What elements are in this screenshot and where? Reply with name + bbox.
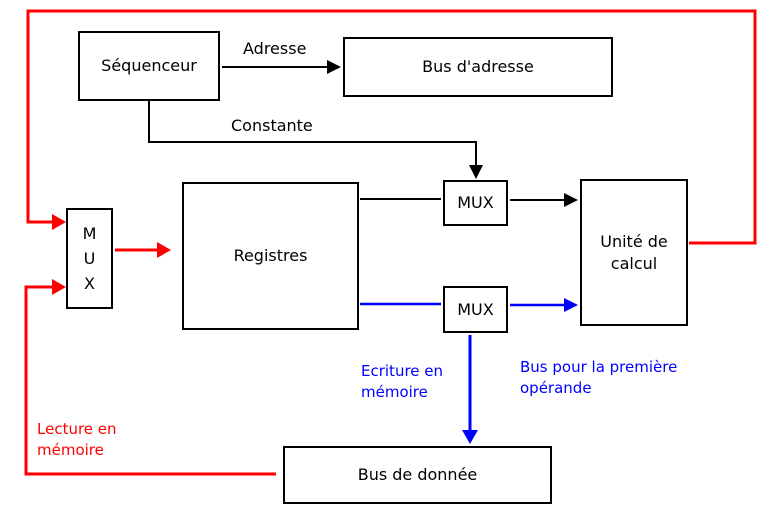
black-arrowhead-unite-top — [564, 193, 578, 207]
bus-donnee-label: Bus de donnée — [357, 465, 478, 484]
mux-upper-label: MUX — [457, 193, 494, 212]
mux-lower-label: MUX — [457, 299, 494, 319]
red-feedback-wire-bottom — [24, 285, 276, 476]
black-wire-constante — [148, 101, 477, 166]
lecture-memoire-edge-label: Lecture en mémoire — [37, 420, 117, 459]
mux-left-letter-u: U — [83, 249, 96, 268]
red-arrowhead-registres — [157, 242, 171, 258]
mux-left-box: M U X — [66, 208, 113, 309]
constante-edge-label: Constante — [231, 116, 313, 135]
unite-calcul-box: Unité de calcul — [580, 179, 688, 326]
ecriture-memoire-edge-label: Ecriture en mémoire — [361, 362, 444, 401]
red-arrowhead-mux-left-bottom — [52, 279, 66, 295]
sequenceur-label: Séquenceur — [101, 56, 197, 75]
black-arrowhead-mux-upper — [469, 165, 483, 179]
bus-premiere-operande-edge-label: Bus pour la première opérande — [520, 358, 678, 397]
mux-lower-box: MUX — [443, 286, 508, 333]
bus-donnee-box: Bus de donnée — [283, 446, 552, 504]
blue-arrowhead-bus-donnee — [462, 430, 478, 444]
unite-calcul-label: Unité de calcul — [600, 231, 668, 273]
red-feedback-wire-top — [26, 9, 757, 245]
blue-arrowhead-unite-bottom — [564, 298, 578, 312]
mux-left-letter-m: M — [82, 224, 97, 243]
adresse-edge-label: Adresse — [243, 39, 307, 58]
mux-upper-box: MUX — [443, 180, 508, 226]
sequenceur-box: Séquenceur — [78, 31, 220, 101]
registres-box: Registres — [182, 182, 359, 330]
bus-adresse-label: Bus d'adresse — [422, 57, 534, 76]
black-arrowhead-bus-adresse — [327, 60, 341, 74]
red-arrowhead-mux-left-top — [52, 214, 66, 230]
mux-left-letter-x: X — [84, 274, 95, 293]
bus-adresse-box: Bus d'adresse — [343, 37, 613, 97]
registres-label: Registres — [233, 246, 308, 265]
